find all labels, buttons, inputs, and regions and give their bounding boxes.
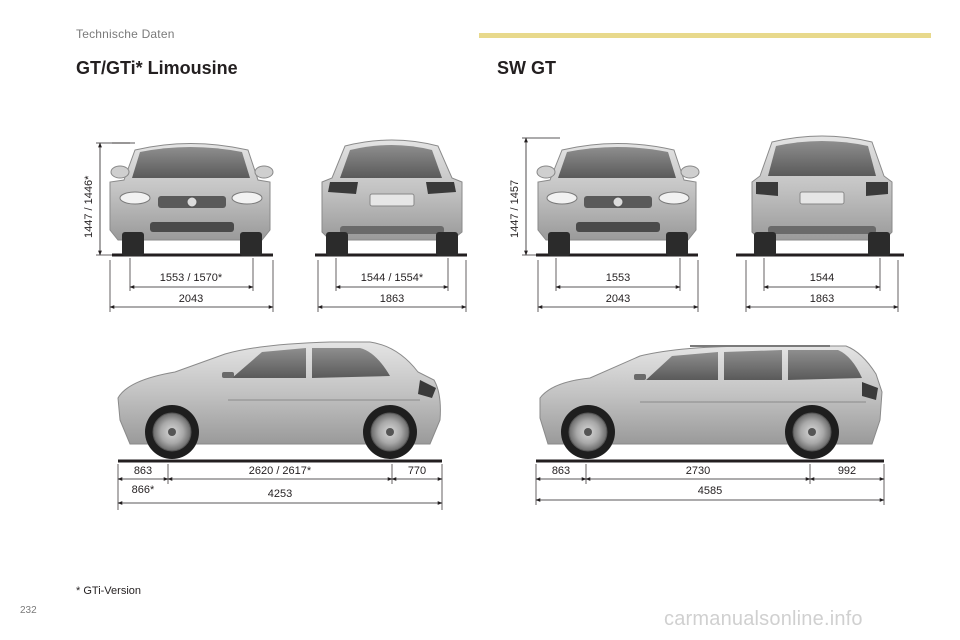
- limousine-side-view: 863 866* 2620 / 2617* 770 4253: [117, 341, 443, 510]
- sw-rear-track-label: 1544: [810, 272, 834, 284]
- limousine-front-view: 1447 / 1446* 1553 / 1570* 2043: [83, 142, 274, 312]
- sw-title: SW GT: [497, 58, 556, 78]
- limousine-rear-width-label: 1863: [380, 293, 404, 305]
- sw-front-track-label: 1553: [606, 272, 630, 284]
- page-number: 232: [20, 605, 37, 616]
- sw-front-view: 1447 / 1457 1553 2043: [509, 137, 700, 312]
- sw-front-width-label: 2043: [606, 293, 630, 305]
- limousine-front-width-label: 2043: [179, 293, 203, 305]
- limousine-wheelbase-label: 2620 / 2617*: [249, 465, 312, 477]
- limousine-rear-overhang-label: 770: [408, 465, 426, 477]
- limousine-length-label: 4253: [268, 488, 292, 500]
- sw-wheelbase-label: 2730: [686, 465, 710, 477]
- watermark: carmanualsonline.info: [664, 608, 863, 630]
- footnote: * GTi-Version: [76, 585, 142, 597]
- limousine-front-overhang-label: 863: [134, 465, 152, 477]
- sw-rear-overhang-label: 992: [838, 465, 856, 477]
- sw-length-label: 4585: [698, 485, 722, 497]
- limousine-title: GT/GTi* Limousine: [76, 58, 238, 78]
- limousine-height-label: 1447 / 1446*: [83, 175, 95, 238]
- section-header-label: Technische Daten: [76, 27, 175, 41]
- sw-side-view: 863 2730 992 4585: [535, 345, 885, 505]
- sw-rear-view: 1544 1863: [736, 135, 904, 312]
- header-accent-rule: [479, 33, 931, 38]
- limousine-rear-track-label: 1544 / 1554*: [361, 272, 424, 284]
- limousine-front-overhang-gti-label: 866*: [132, 484, 155, 496]
- sw-front-overhang-label: 863: [552, 465, 570, 477]
- limousine-front-track-label: 1553 / 1570*: [160, 272, 223, 284]
- limousine-rear-view: 1544 / 1554* 1863: [315, 139, 467, 312]
- sw-rear-width-label: 1863: [810, 293, 834, 305]
- sw-height-label: 1447 / 1457: [509, 180, 521, 238]
